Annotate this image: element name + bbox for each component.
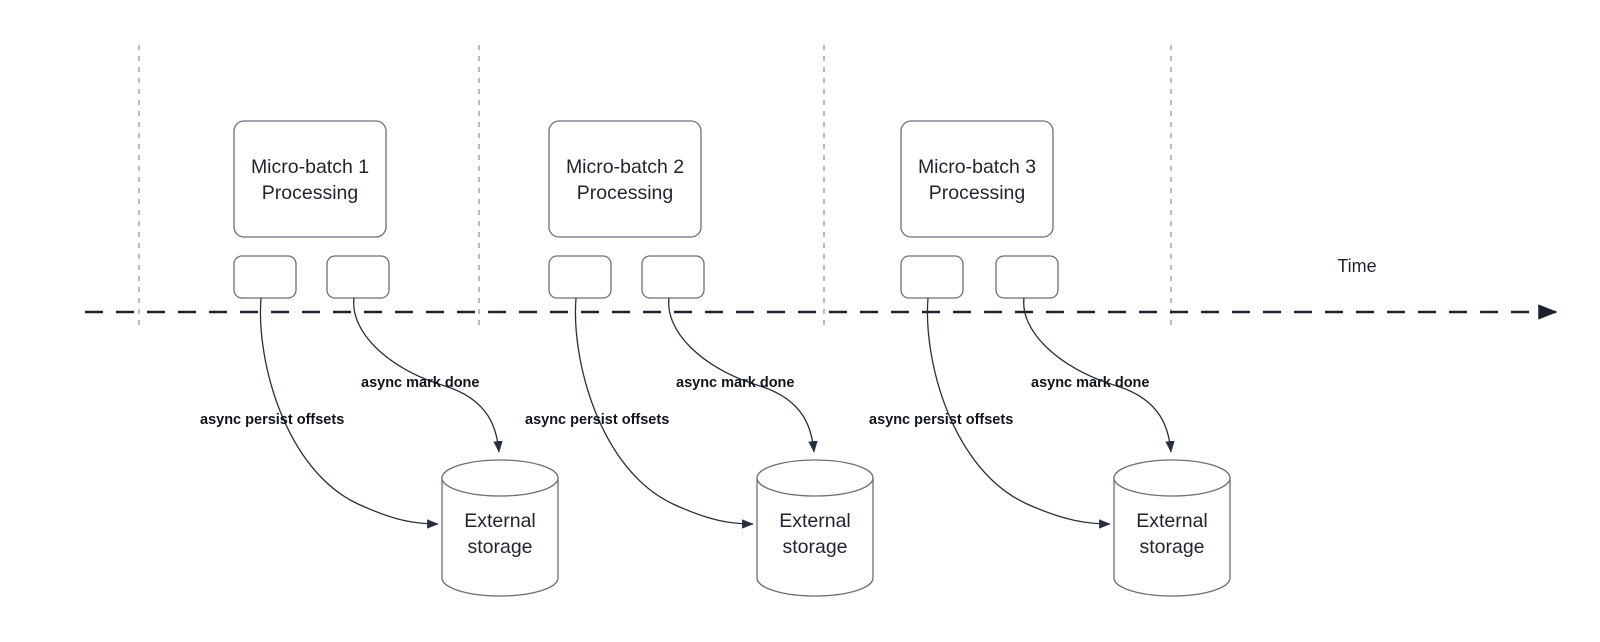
micro-batch-2-box[interactable] <box>548 120 702 238</box>
micro-batch-3-label-line2: Processing <box>929 182 1025 204</box>
edge-async-persist-offsets-1 <box>259 297 439 529</box>
external-storage-1-label-line2: storage <box>467 536 532 558</box>
edge-label-async-mark-done-2: async mark done <box>676 375 794 391</box>
external-storage-3-label-line1: External <box>1136 510 1208 532</box>
edge-label-async-mark-done-3: async mark done <box>1031 375 1149 391</box>
edge-async-persist-offsets-2 <box>574 297 754 529</box>
task-box-markdone-2[interactable] <box>641 255 705 299</box>
edge-label-async-persist-offsets-2: async persist offsets <box>525 412 669 428</box>
micro-batch-2-label-line2: Processing <box>577 182 673 204</box>
external-storage-3-top <box>1113 459 1231 497</box>
micro-batch-2-label-line1: Micro-batch 2 <box>566 156 684 178</box>
separators-layer <box>138 45 1172 330</box>
external-storage-2-top <box>756 459 874 497</box>
task-box-markdone-3[interactable] <box>995 255 1059 299</box>
edge-async-mark-done-3 <box>1023 297 1175 453</box>
group-3: Micro-batch 3 Processing async persist o… <box>869 120 1231 597</box>
micro-batch-3-label-line1: Micro-batch 3 <box>918 156 1036 178</box>
external-storage-1[interactable]: External storage <box>441 459 559 597</box>
external-storage-2[interactable]: External storage <box>756 459 874 597</box>
task-box-persist-3[interactable] <box>900 255 964 299</box>
micro-batch-1-box[interactable] <box>233 120 387 238</box>
external-storage-1-body <box>441 477 559 597</box>
external-storage-3-body <box>1113 477 1231 597</box>
external-storage-1-label-line1: External <box>464 510 536 532</box>
external-storage-2-label-line1: External <box>779 510 851 532</box>
group-1: Micro-batch 1 Processing async persist o… <box>200 120 559 597</box>
task-box-persist-1[interactable] <box>233 255 297 299</box>
edge-label-async-persist-offsets-1: async persist offsets <box>200 412 344 428</box>
group-2: Micro-batch 2 Processing async persist o… <box>525 120 874 597</box>
edge-async-mark-done-2 <box>668 297 818 453</box>
external-storage-2-body <box>756 477 874 597</box>
micro-batch-3-box[interactable] <box>900 120 1054 238</box>
external-storage-2-label-line2: storage <box>782 536 847 558</box>
micro-batch-1-label-line1: Micro-batch 1 <box>251 156 369 178</box>
time-axis: Time <box>85 256 1558 320</box>
edge-label-async-persist-offsets-3: async persist offsets <box>869 412 1013 428</box>
micro-batch-1-label-line2: Processing <box>262 182 358 204</box>
external-storage-1-top <box>441 459 559 497</box>
task-box-markdone-1[interactable] <box>326 255 390 299</box>
external-storage-3-label-line2: storage <box>1139 536 1204 558</box>
edge-async-mark-done-1 <box>353 297 503 453</box>
edge-async-persist-offsets-3 <box>926 297 1111 529</box>
time-axis-label: Time <box>1337 256 1376 276</box>
external-storage-3[interactable]: External storage <box>1113 459 1231 597</box>
task-box-persist-2[interactable] <box>548 255 612 299</box>
edge-label-async-mark-done-1: async mark done <box>361 375 479 391</box>
